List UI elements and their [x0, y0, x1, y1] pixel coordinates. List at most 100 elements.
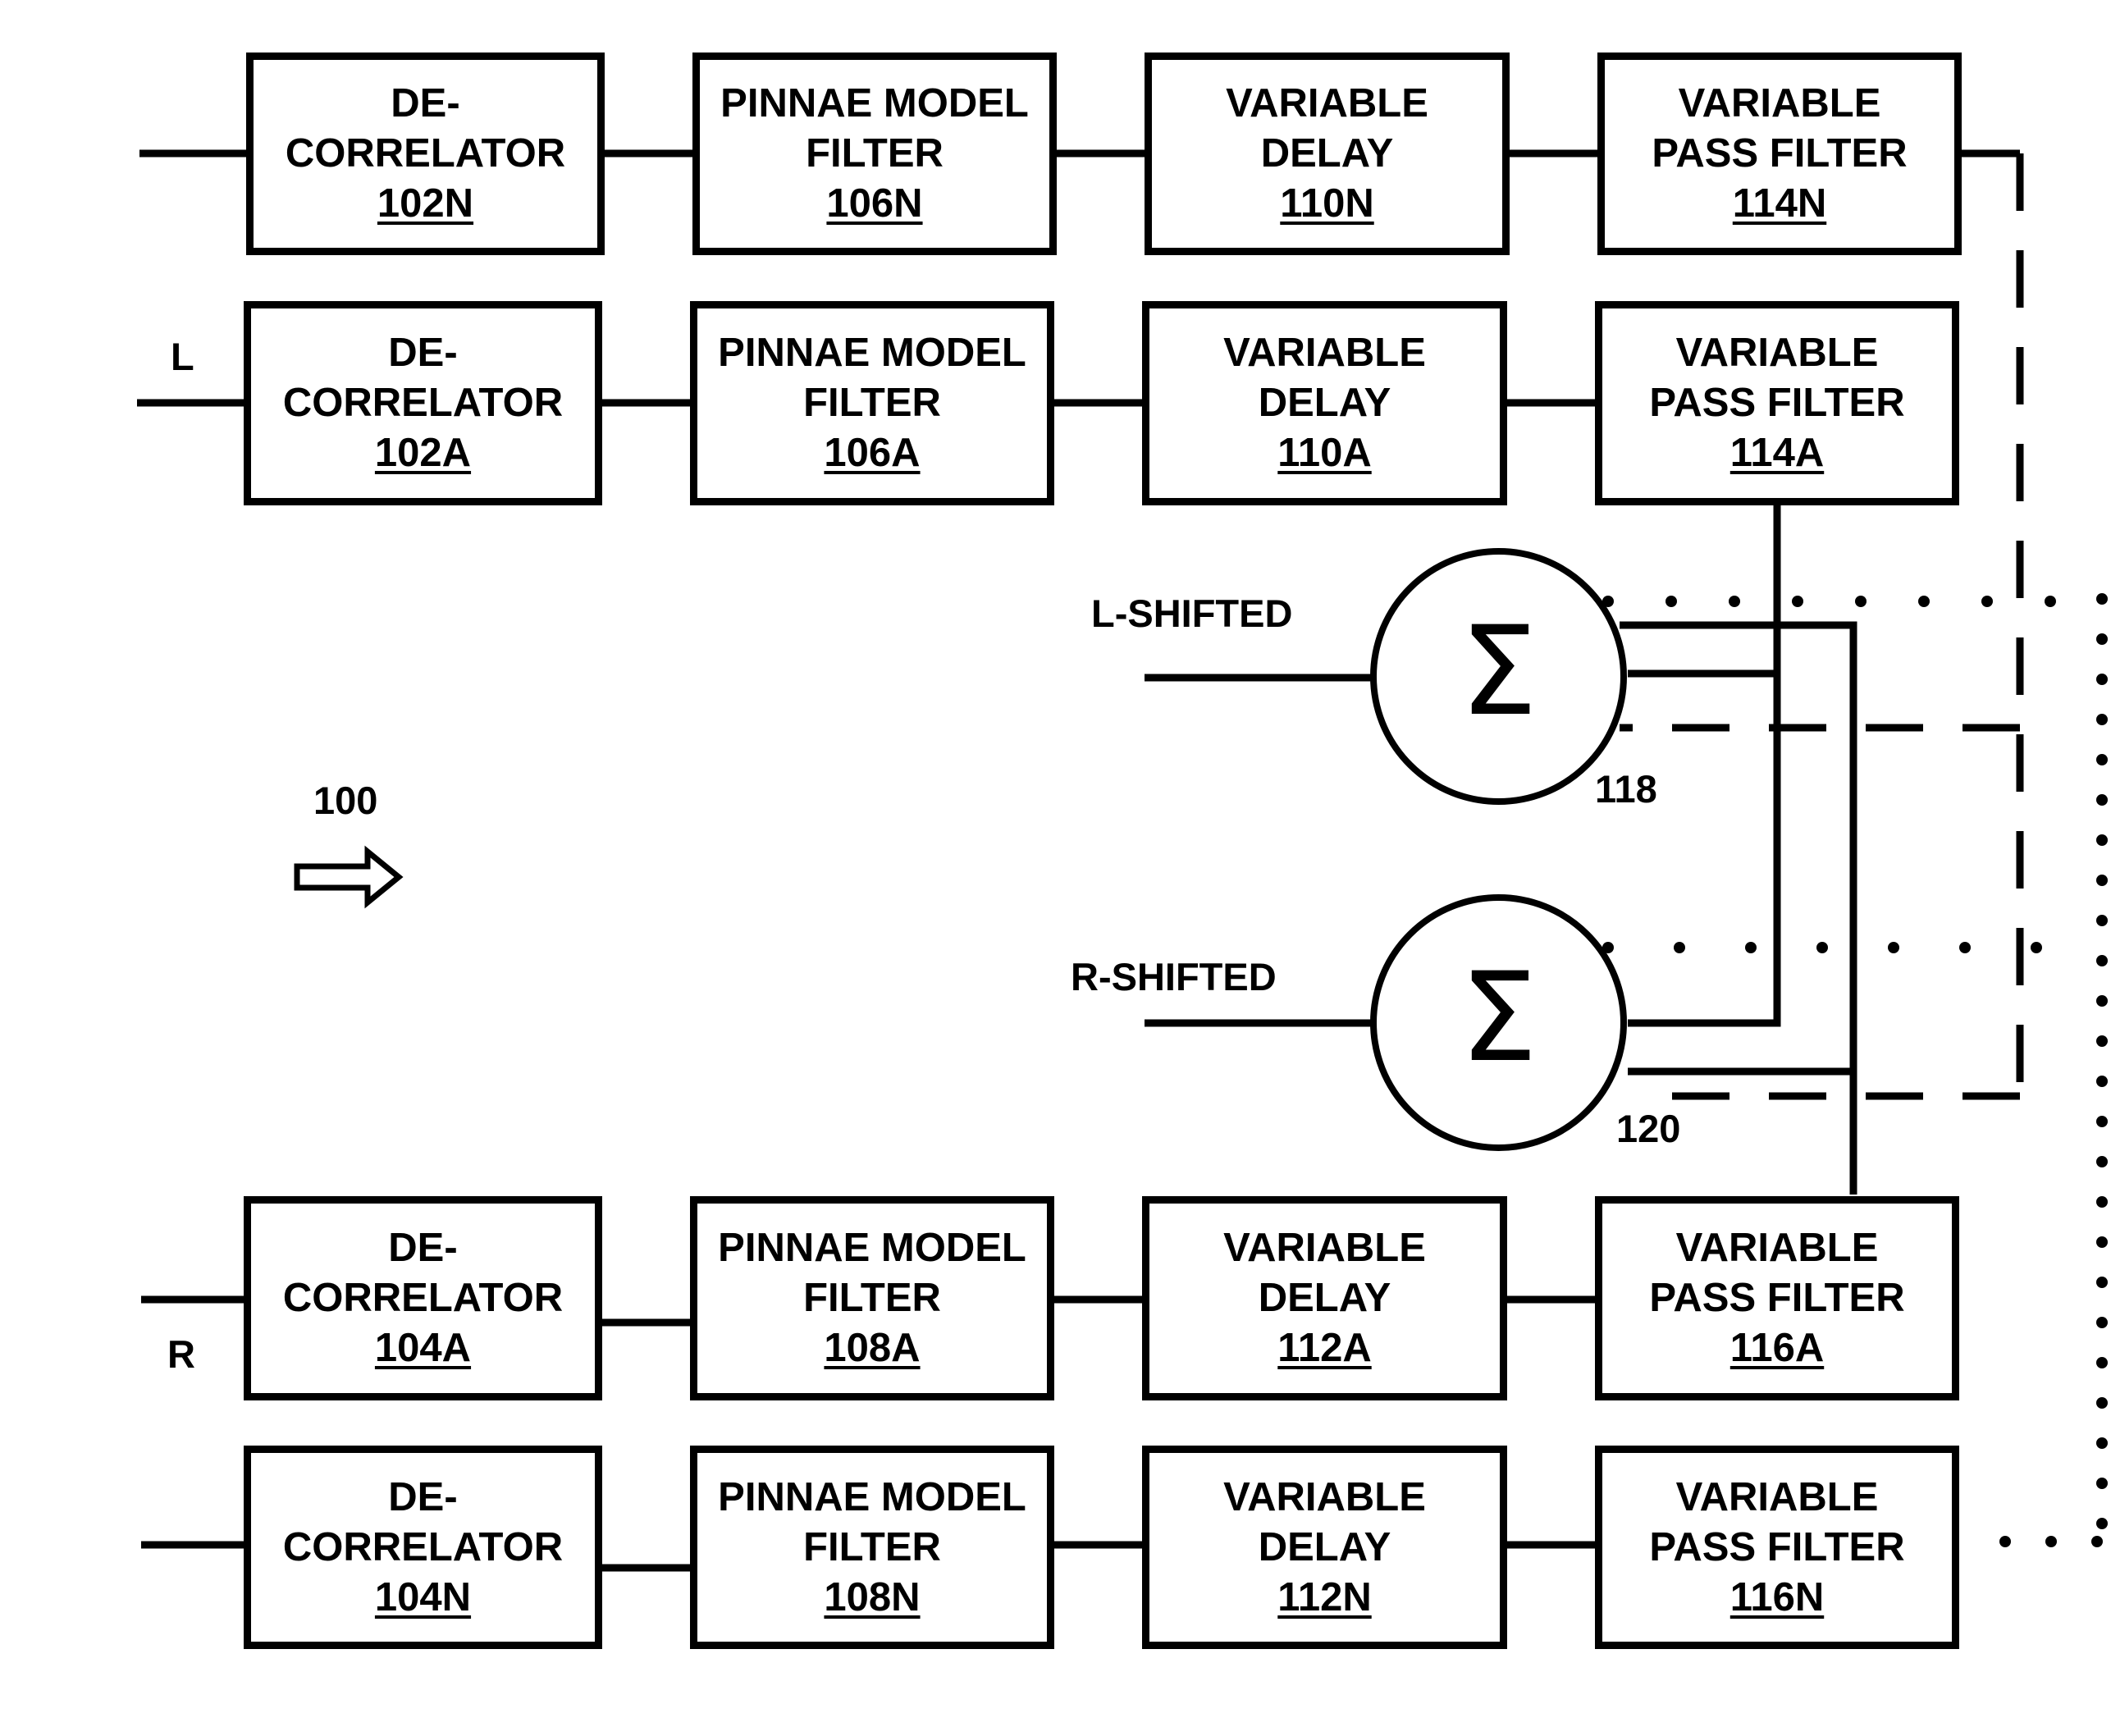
- block-line: DELAY: [1261, 129, 1394, 179]
- block-line: DE-: [388, 1473, 457, 1523]
- pinnae-filter-106n: PINNAE MODEL FILTER 106N: [692, 53, 1057, 255]
- dotted-path-dot: [1729, 596, 1740, 607]
- dotted-path-dot: [2096, 1156, 2108, 1167]
- block-line: VARIABLE: [1676, 1223, 1879, 1273]
- dotted-path-dot: [2091, 1536, 2103, 1547]
- variable-delay-110a: VARIABLE DELAY 110A: [1142, 301, 1507, 505]
- block-ref-number: 116A: [1730, 1323, 1824, 1373]
- block-line: PINNAE MODEL: [720, 79, 1029, 129]
- dotted-path-dot: [2096, 1236, 2108, 1248]
- block-ref-number: 110A: [1277, 428, 1371, 478]
- dotted-path-dot: [1999, 1536, 2011, 1547]
- dotted-path-dot: [2096, 1357, 2108, 1368]
- variable-pass-filter-116n: VARIABLE PASS FILTER 116N: [1595, 1446, 1959, 1649]
- dotted-path-dot: [2096, 1116, 2108, 1127]
- block-ref-number: 112A: [1277, 1323, 1371, 1373]
- block-line: CORRELATOR: [286, 129, 565, 179]
- block-line: FILTER: [806, 129, 944, 179]
- dotted-path-dot: [1981, 596, 1993, 607]
- block-ref-number: 102N: [377, 179, 473, 229]
- variable-delay-112a: VARIABLE DELAY 112A: [1142, 1196, 1507, 1400]
- r-shifted-label: R-SHIFTED: [1071, 957, 1277, 996]
- dotted-path-dot: [2096, 1277, 2108, 1288]
- summer-120: Σ: [1370, 894, 1627, 1151]
- summer-ref-120: 120: [1616, 1109, 1680, 1148]
- dotted-path-dot: [1665, 596, 1677, 607]
- decorrelator-102n: DE- CORRELATOR 102N: [246, 53, 605, 255]
- dotted-path-dot: [2096, 834, 2108, 846]
- dotted-path-dot: [1855, 596, 1867, 607]
- dotted-path-dot: [1888, 942, 1899, 953]
- block-ref-number: 106A: [824, 428, 920, 478]
- dotted-path-dot: [2096, 1397, 2108, 1409]
- block-line: VARIABLE: [1676, 328, 1879, 378]
- dotted-path-dot: [1674, 942, 1685, 953]
- dotted-path-dot: [2096, 1317, 2108, 1328]
- dotted-path-dot: [1959, 942, 1971, 953]
- block-ref-number: 110N: [1280, 179, 1373, 229]
- block-line: PASS FILTER: [1649, 378, 1904, 428]
- block-line: CORRELATOR: [283, 1523, 563, 1573]
- dotted-path-dot: [1816, 942, 1828, 953]
- dotted-path-dot: [2045, 596, 2056, 607]
- sigma-symbol: Σ: [1460, 610, 1538, 733]
- dotted-path-dot: [2096, 915, 2108, 926]
- dotted-path-dot: [2096, 1518, 2108, 1529]
- block-line: FILTER: [803, 378, 941, 428]
- block-line: CORRELATOR: [283, 378, 563, 428]
- right-input-label: R: [167, 1335, 195, 1373]
- block-ref-number: 104A: [375, 1323, 471, 1373]
- dotted-path-dot: [2096, 794, 2108, 806]
- block-line: PASS FILTER: [1652, 129, 1907, 179]
- block-line: PINNAE MODEL: [718, 1223, 1026, 1273]
- block-line: DELAY: [1259, 1273, 1391, 1323]
- dotted-path-dot: [1745, 942, 1757, 953]
- block-line: DELAY: [1259, 1523, 1391, 1573]
- block-line: FILTER: [803, 1273, 941, 1323]
- block-line: PINNAE MODEL: [718, 1473, 1026, 1523]
- block-line: DE-: [388, 328, 457, 378]
- figure-pointer-arrow: [297, 852, 399, 902]
- block-line: DE-: [388, 1223, 457, 1273]
- block-line: VARIABLE: [1676, 1473, 1879, 1523]
- dotted-path-dot: [2096, 633, 2108, 645]
- dotted-path-dot: [2096, 995, 2108, 1007]
- dotted-path-dot: [2096, 754, 2108, 765]
- figure-label: 100: [313, 781, 377, 820]
- pinnae-filter-108n: PINNAE MODEL FILTER 108N: [690, 1446, 1054, 1649]
- left-input-label: L: [171, 337, 194, 376]
- block-line: VARIABLE: [1226, 79, 1428, 129]
- dotted-path-dot: [1918, 596, 1930, 607]
- dotted-path-dot: [2096, 1076, 2108, 1087]
- dotted-path-dot: [2096, 875, 2108, 886]
- block-ref-number: 104N: [375, 1573, 471, 1623]
- block-ref-number: 114N: [1733, 179, 1826, 229]
- pinnae-filter-108a: PINNAE MODEL FILTER 108A: [690, 1196, 1054, 1400]
- variable-delay-110n: VARIABLE DELAY 110N: [1145, 53, 1510, 255]
- block-line: VARIABLE: [1223, 1473, 1426, 1523]
- dotted-path-dot: [2096, 674, 2108, 685]
- dotted-path-dot: [2096, 714, 2108, 725]
- block-ref-number: 114A: [1730, 428, 1824, 478]
- pinnae-filter-106a: PINNAE MODEL FILTER 106A: [690, 301, 1054, 505]
- decorrelator-104a: DE- CORRELATOR 104A: [244, 1196, 602, 1400]
- summer-ref-118: 118: [1595, 770, 1657, 808]
- dotted-path-dot: [1792, 596, 1803, 607]
- block-ref-number: 116N: [1730, 1573, 1824, 1623]
- block-line: VARIABLE: [1223, 328, 1426, 378]
- block-line: FILTER: [803, 1523, 941, 1573]
- block-ref-number: 112N: [1277, 1573, 1371, 1623]
- sigma-symbol: Σ: [1460, 957, 1538, 1080]
- decorrelator-104n: DE- CORRELATOR 104N: [244, 1446, 602, 1649]
- block-line: VARIABLE: [1679, 79, 1881, 129]
- variable-delay-112n: VARIABLE DELAY 112N: [1142, 1446, 1507, 1649]
- block-line: VARIABLE: [1223, 1223, 1426, 1273]
- dotted-path-dot: [2096, 955, 2108, 966]
- block-ref-number: 108N: [824, 1573, 920, 1623]
- dotted-path-dot: [2096, 1196, 2108, 1208]
- variable-pass-filter-114a: VARIABLE PASS FILTER 114A: [1595, 301, 1959, 505]
- block-line: PASS FILTER: [1649, 1523, 1904, 1573]
- dotted-path-dot: [2096, 593, 2108, 605]
- dotted-path-dot: [2031, 942, 2042, 953]
